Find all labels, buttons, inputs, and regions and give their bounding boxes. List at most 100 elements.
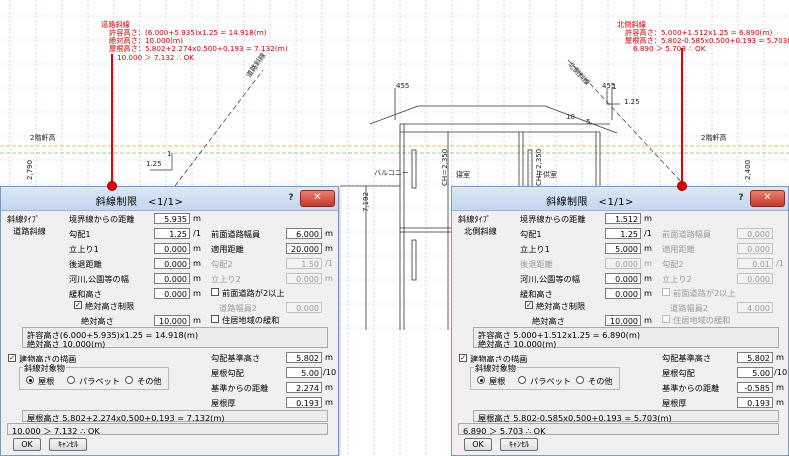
radio-other-label: その他 xyxy=(588,376,613,386)
radio-other[interactable] xyxy=(576,376,584,384)
roof-slope-input[interactable]: 5.00 xyxy=(737,367,773,378)
left-calc-note: 道路斜線許容高さ：(6.000+5.935)x1.25 = 14.918(ｍ)絶… xyxy=(101,4,288,70)
roof-result-text: 屋根高さ 5.802-0.585x0.500+0.193 = 5.703(m) xyxy=(478,413,672,423)
dialog-titlebar[interactable]: 斜線制限 <1/1> ? ✕ xyxy=(452,187,788,211)
front-road-2-checkbox[interactable] xyxy=(662,288,670,296)
abs-limit-label: 絶対高さ制限 xyxy=(536,301,586,311)
radio-roof[interactable] xyxy=(26,376,34,384)
distance-from-base-input[interactable]: 2.274 xyxy=(286,382,322,393)
slant-type-value[interactable]: 道路斜線 xyxy=(13,226,46,236)
allowable-height-result-box: 許容高さ 5.000+1.512x1.25 = 6.890(m) 絶対高さ 10… xyxy=(473,327,779,349)
unit-label: m xyxy=(644,258,652,268)
slant-type-value[interactable]: 北側斜線 xyxy=(464,226,497,236)
abs-height-input[interactable]: 10.000 xyxy=(605,315,641,326)
radio-parapet[interactable] xyxy=(67,376,75,384)
note-line: 許容高さ：(6.000+5.935)x1.25 = 14.918(ｍ) xyxy=(109,27,267,37)
help-button[interactable]: ? xyxy=(288,193,294,203)
field-label: 屋根厚 xyxy=(211,398,236,408)
eave-label-left: 2階軒高 xyxy=(30,134,56,142)
setback-input[interactable]: 0.000 xyxy=(605,258,641,269)
abs-limit-label: 絶対高さ制限 xyxy=(85,301,135,311)
field-label: 境界線からの距離 xyxy=(69,214,135,224)
front-road-2-checkbox[interactable] xyxy=(211,288,219,296)
roof-label-5: 5 xyxy=(586,118,591,126)
road-width2-input[interactable]: 4.000 xyxy=(737,302,773,313)
radio-other[interactable] xyxy=(125,376,133,384)
roof-thickness-input[interactable]: 0.193 xyxy=(737,397,773,408)
field-label: 河川,公園等の幅 xyxy=(520,274,580,284)
abs-height-input[interactable]: 10.000 xyxy=(154,315,190,326)
front-road-width-input[interactable]: 0.000 xyxy=(737,228,773,239)
ok-button[interactable]: OK xyxy=(464,438,492,451)
result-line: 絶対高さ 10.000(m) xyxy=(478,339,557,349)
relief-height-input[interactable]: 0.000 xyxy=(154,288,190,299)
unit-label: m xyxy=(325,243,333,253)
slope2-input[interactable]: 0.01 xyxy=(737,258,773,269)
field-label: 適用距離 xyxy=(662,244,695,254)
close-button[interactable]: ✕ xyxy=(300,190,335,207)
abs-limit-checkbox[interactable]: ✓ xyxy=(74,301,82,309)
slope-label-right-125: 1.25 xyxy=(624,98,640,106)
cancel-button[interactable]: ｷｬﾝｾﾙ xyxy=(49,438,87,451)
right-slant-limit-dialog: 斜線制限 <1/1> ? ✕ 斜線ﾀｲﾌﾟ 北側斜線 境界線からの距離 1.51… xyxy=(451,186,789,456)
river-park-width-input[interactable]: 0.000 xyxy=(605,273,641,284)
residential-relief-label: 住居地域の緩和 xyxy=(222,315,280,325)
close-button[interactable]: ✕ xyxy=(750,190,785,207)
road-width2-label: 道路幅員2 xyxy=(219,303,257,313)
ch-label-1: CH＝2,350 xyxy=(441,148,449,186)
boundary-distance-input[interactable]: 1.512 xyxy=(605,213,641,224)
rise2-input[interactable]: 0.000 xyxy=(286,273,322,284)
bedroom-label: 寝室 xyxy=(456,171,470,179)
unit-label: m xyxy=(644,288,652,298)
river-park-width-input[interactable]: 0.000 xyxy=(154,273,190,284)
boundary-distance-input[interactable]: 5.935 xyxy=(154,213,190,224)
radio-parapet[interactable] xyxy=(518,376,526,384)
radio-parapet-label: パラペット xyxy=(530,376,571,386)
abs-limit-checkbox[interactable]: ✓ xyxy=(525,301,533,309)
help-button[interactable]: ? xyxy=(738,193,744,203)
result-line: 許容高さ 5.000+1.512x1.25 = 6.890(m) xyxy=(478,330,641,340)
slope1-input[interactable]: 1.25 xyxy=(605,228,641,239)
rise1-input[interactable]: 5.000 xyxy=(605,243,641,254)
dim-2400: 2,400 xyxy=(744,159,752,180)
residential-relief-label: 住居地域の緩和 xyxy=(673,315,731,325)
unit-label: /10 xyxy=(323,367,337,377)
draw-building-height-checkbox[interactable]: ✓ xyxy=(459,354,467,362)
rise1-input[interactable]: 0.000 xyxy=(154,243,190,254)
roof-result-text: 屋根高さ 5.802+2.274x0.500+0.193 = 7.132(m) xyxy=(27,413,225,423)
unit-label: /1 xyxy=(325,258,333,268)
residential-relief-checkbox[interactable] xyxy=(662,315,670,323)
balcony-label: バルコニー xyxy=(374,169,409,177)
setback-input[interactable]: 0.000 xyxy=(154,258,190,269)
roof-height-result-box: 屋根高さ 5.802+2.274x0.500+0.193 = 7.132(m) xyxy=(22,410,328,423)
road-slant-line xyxy=(174,69,264,187)
ok-button[interactable]: OK xyxy=(13,438,41,451)
front-road-width-input[interactable]: 6.000 xyxy=(286,228,322,239)
roof-slope-input[interactable]: 5.00 xyxy=(286,367,322,378)
relief-height-input[interactable]: 0.000 xyxy=(605,288,641,299)
radio-parapet-label: パラペット xyxy=(79,376,120,386)
note-line: 絶対高さ：10.000(ｍ) xyxy=(109,36,183,46)
apply-distance-input[interactable]: 0.000 xyxy=(737,243,773,254)
distance-from-base-input[interactable]: -0.585 xyxy=(737,382,773,393)
slope-base-height-input[interactable]: 5.802 xyxy=(286,352,322,363)
result-line: 絶対高さ 10.000(m) xyxy=(27,339,106,349)
note-line: 10.000 ＞ 7.132 ∴ OK xyxy=(117,52,194,62)
field-label: 勾配基準高さ xyxy=(662,353,712,363)
radio-roof[interactable] xyxy=(477,376,485,384)
draw-building-height-checkbox[interactable]: ✓ xyxy=(8,354,16,362)
abs-height-label: 絶対高さ xyxy=(532,316,565,326)
road-width2-input[interactable]: 0.000 xyxy=(286,302,322,313)
cancel-button[interactable]: ｷｬﾝｾﾙ xyxy=(500,438,538,451)
roof-thickness-input[interactable]: 0.193 xyxy=(286,397,322,408)
right-calc-note: 北側斜線許容高さ：5.000+1.512x1.25 = 6.890(ｍ)屋根高さ… xyxy=(617,4,789,62)
apply-distance-input[interactable]: 20.000 xyxy=(286,243,322,254)
field-label: 勾配2 xyxy=(211,259,233,269)
residential-relief-checkbox[interactable] xyxy=(211,315,219,323)
rise2-input[interactable]: 0.000 xyxy=(737,273,773,284)
dialog-titlebar[interactable]: 斜線制限 <1/1> ? ✕ xyxy=(1,187,338,211)
slope2-input[interactable]: 1.50 xyxy=(286,258,322,269)
slope1-input[interactable]: 1.25 xyxy=(154,228,190,239)
unit-label: m xyxy=(193,258,201,268)
slope-base-height-input[interactable]: 5.802 xyxy=(737,352,773,363)
